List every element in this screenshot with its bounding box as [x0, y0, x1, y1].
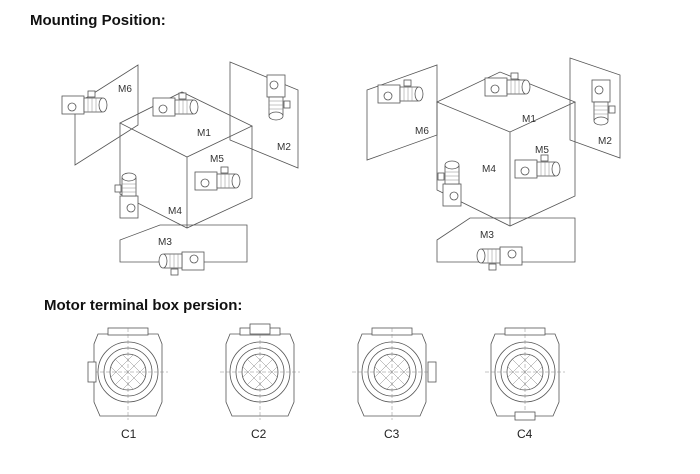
plane-m6: [74, 64, 139, 166]
terminal-c1: C1: [87, 327, 169, 441]
label-m1: M1: [197, 128, 211, 139]
label-m6: M6: [118, 84, 132, 95]
motor-m3: [158, 251, 205, 276]
mounting-diagram-left: M6 M1 M2 M5 M4 M3: [61, 61, 299, 276]
label-m3: M3: [480, 230, 494, 241]
terminal-box: [427, 361, 437, 383]
terminal-box-title: Motor terminal box persion:: [44, 297, 243, 314]
mounting-position-title: Mounting Position:: [30, 12, 166, 29]
terminal-c4: C4: [484, 327, 566, 441]
terminal-c3: C3: [351, 327, 437, 441]
label-m1: M1: [522, 114, 536, 125]
label-m5: M5: [210, 154, 224, 165]
mounting-diagram-right: M6 M1 M2 M5 M4 M3: [366, 57, 621, 271]
label-c4: C4: [517, 427, 533, 441]
motor-m6: [61, 90, 108, 115]
terminal-box: [249, 323, 271, 335]
motor-m5: [514, 154, 561, 179]
motor-m4: [437, 160, 462, 207]
terminal-box: [514, 411, 536, 421]
plane-m3: [119, 224, 248, 263]
plane-m2: [569, 57, 621, 159]
label-c2: C2: [251, 427, 267, 441]
label-m5: M5: [535, 145, 549, 156]
terminal-box: [87, 361, 97, 383]
label-m4: M4: [482, 164, 496, 175]
terminal-c2: C2: [219, 323, 301, 441]
motor-m4: [114, 172, 139, 219]
label-c1: C1: [121, 427, 137, 441]
motor-m3: [476, 246, 523, 271]
motor-m2: [591, 79, 616, 126]
motor-m1: [484, 72, 531, 97]
label-m3: M3: [158, 237, 172, 248]
motor-m5: [194, 166, 241, 191]
plane-m3: [436, 217, 576, 263]
label-m4: M4: [168, 206, 182, 217]
label-m2: M2: [277, 142, 291, 153]
plane-m6: [366, 64, 438, 161]
label-m6: M6: [415, 126, 429, 137]
label-c3: C3: [384, 427, 400, 441]
motor-m2: [266, 74, 291, 121]
label-m2: M2: [598, 136, 612, 147]
